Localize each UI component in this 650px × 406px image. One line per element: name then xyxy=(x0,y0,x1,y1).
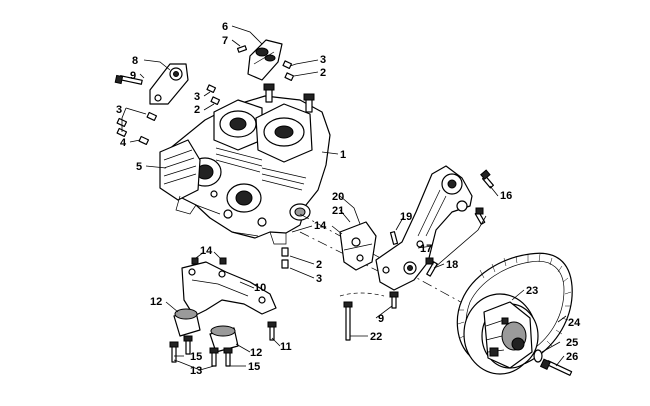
crankshaft-center-line xyxy=(299,213,531,341)
callout-26: 26 xyxy=(566,351,578,363)
callout-8: 8 xyxy=(132,55,138,67)
callout-5: 5 xyxy=(136,161,142,173)
callout-10: 10 xyxy=(254,282,266,294)
callout-15-right: 15 xyxy=(248,361,260,373)
stiffener-plate xyxy=(375,165,473,291)
hidden-arc xyxy=(339,292,385,297)
bolt-16 xyxy=(480,169,494,189)
callout-2-right: 2 xyxy=(320,67,326,79)
callout-20: 20 xyxy=(332,191,344,203)
callout-14-upper: 14 xyxy=(314,220,327,232)
rubber-mount-12b xyxy=(209,325,239,353)
bolt-9-lower xyxy=(389,291,399,309)
callout-22: 22 xyxy=(370,331,382,343)
callout-9-lower: 9 xyxy=(378,313,384,325)
callout-12-left: 12 xyxy=(150,296,162,308)
callout-19: 19 xyxy=(400,211,412,223)
engine-mount-bracket-upper xyxy=(149,63,189,105)
callout-3-left: 3 xyxy=(116,104,122,116)
engine-studs xyxy=(116,60,295,269)
callout-15-left: 15 xyxy=(190,351,202,363)
mount-bolts xyxy=(169,257,277,367)
callout-2-mid: 2 xyxy=(194,104,200,116)
callout-24: 24 xyxy=(568,317,581,329)
callout-16: 16 xyxy=(500,190,512,202)
callout-13: 13 xyxy=(190,365,202,377)
callout-1: 1 xyxy=(340,149,346,161)
callout-2-lower: 2 xyxy=(316,259,322,271)
bolt-9-upper xyxy=(114,74,143,85)
callout-14-lower: 14 xyxy=(200,245,213,257)
callout-11: 11 xyxy=(280,341,292,353)
clutch-side-bracket xyxy=(339,221,377,271)
callout-17: 17 xyxy=(420,243,432,255)
callout-12-right: 12 xyxy=(250,347,262,359)
callout-3-mid: 3 xyxy=(194,91,200,103)
callout-21: 21 xyxy=(332,205,344,217)
washer-25 xyxy=(533,349,543,363)
callout-6: 6 xyxy=(222,21,228,33)
callout-18: 18 xyxy=(446,259,458,271)
drive-clutch xyxy=(463,293,539,375)
small-bolt-19 xyxy=(389,231,399,245)
leader-lines xyxy=(121,25,567,371)
callout-labels: 6 7 8 9 3 2 3 2 3 4 5 1 14 2 3 14 10 12 … xyxy=(116,21,581,377)
bolt-26 xyxy=(539,358,573,376)
callout-7: 7 xyxy=(222,35,228,47)
bolt-18 xyxy=(425,207,486,277)
callout-4: 4 xyxy=(120,137,127,149)
callout-23: 23 xyxy=(526,285,538,297)
manifold-stud xyxy=(236,45,248,53)
exhaust-manifold xyxy=(247,39,283,81)
callout-25: 25 xyxy=(566,337,578,349)
callout-3-right: 3 xyxy=(320,54,326,66)
rubber-mount-12a xyxy=(173,308,201,337)
callout-3-lower: 3 xyxy=(316,273,322,285)
bolt-22 xyxy=(343,301,353,341)
engine-block xyxy=(159,83,331,245)
callout-9-upper: 9 xyxy=(130,70,136,82)
